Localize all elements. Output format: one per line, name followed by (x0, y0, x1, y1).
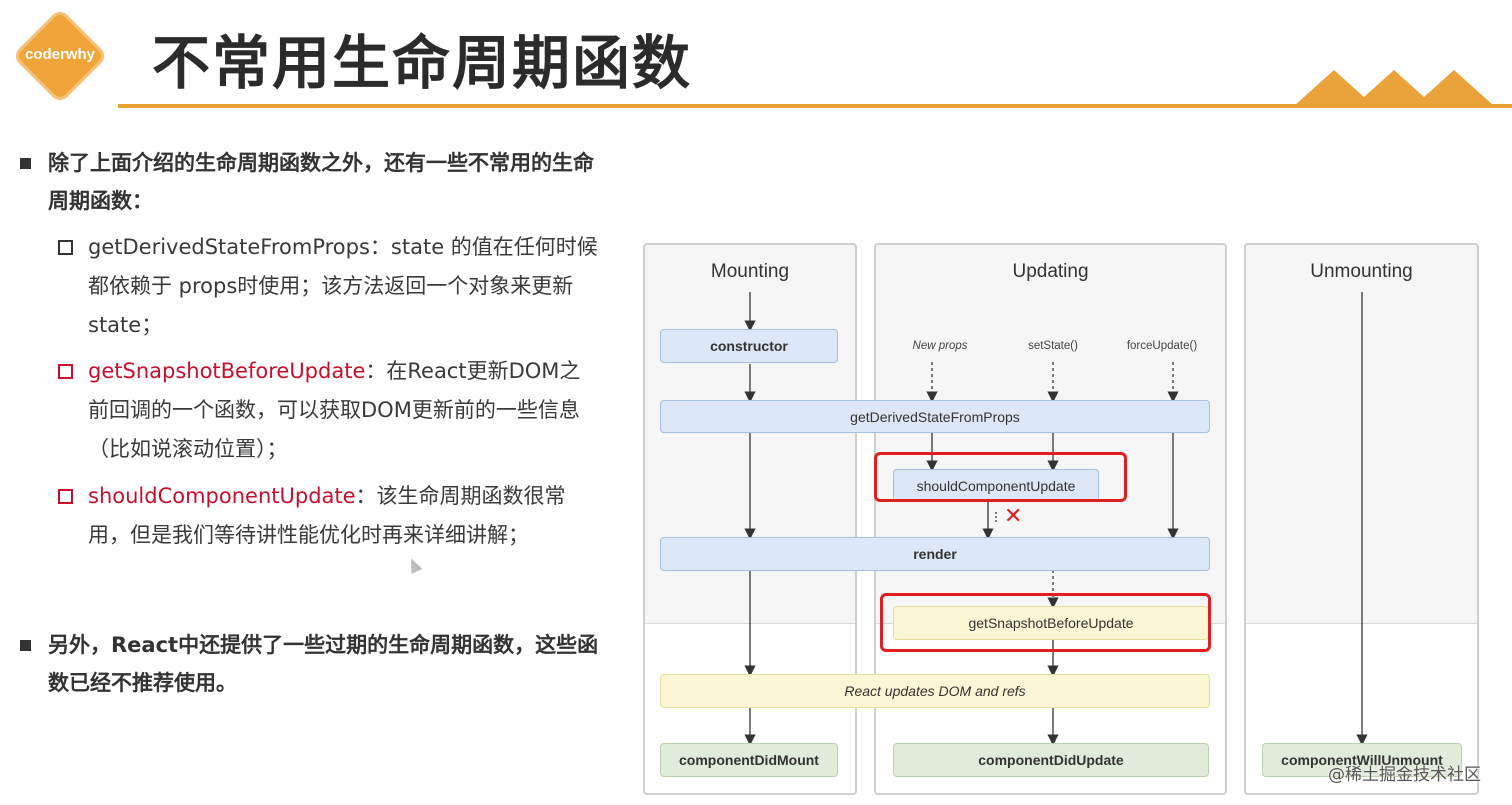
item-desc: ：在React更新DOM之前回调的一个函数，可以获取DOM更新前的一些信息（比如… (88, 359, 581, 461)
logo: coderwhy (11, 7, 109, 105)
node-should-component-update: shouldComponentUpdate (893, 469, 1099, 502)
bullet-intro-text: 除了上面介绍的生命周期函数之外，还有一些不常用的生命周期函数： (48, 151, 594, 213)
highlight-gsbu-box (880, 593, 1211, 652)
node-react-updates-dom: React updates DOM and refs (660, 674, 1210, 708)
bullet-square-icon (20, 158, 31, 169)
bullet-deprecated-text: 另外，React中还提供了一些过期的生命周期函数，这些函数已经不推荐使用。 (48, 633, 599, 695)
bullet-intro: 除了上面介绍的生命周期函数之外，还有一些不常用的生命周期函数： (20, 144, 605, 220)
trigger-new-props: New props (912, 340, 968, 352)
phase-label-updating: Updating (1012, 261, 1089, 282)
node-get-derived-state-from-props: getDerivedStateFromProps (660, 400, 1210, 433)
page-title: 不常用生命周期函数 (152, 29, 693, 97)
highlight-scu-box (874, 452, 1127, 502)
hollow-square-red-icon (58, 489, 73, 504)
node-render: render (660, 537, 1210, 571)
list-item-gsbu: getSnapshotBeforeUpdate：在React更新DOM之前回调的… (58, 352, 598, 469)
hollow-square-icon (58, 240, 73, 255)
bullet-square-icon (20, 640, 31, 651)
phase-label-mounting: Mounting (710, 261, 790, 282)
trigger-setstate: setState() (1028, 340, 1078, 352)
cross-mark-icon: ✕ (1004, 504, 1023, 529)
item-name: getSnapshotBeforeUpdate (88, 359, 366, 383)
mountains-decoration (1294, 70, 1494, 106)
list-item-gdsfp: getDerivedStateFromProps：state 的值在任何时候都依… (58, 228, 598, 345)
item-name: getDerivedStateFromProps (88, 235, 370, 259)
item-desc: ：state 的值在任何时候都依赖于 props时使用；该方法返回一个对象来更新… (88, 235, 598, 337)
bullet-deprecated: 另外，React中还提供了一些过期的生命周期函数，这些函数已经不推荐使用。 (20, 626, 605, 702)
hollow-square-red-icon (58, 364, 73, 379)
trigger-forceupdate: forceUpdate() (1126, 340, 1198, 352)
list-item-scu: shouldComponentUpdate：该生命周期函数很常用，但是我们等待讲… (58, 477, 598, 555)
node-component-did-update: componentDidUpdate (893, 743, 1209, 777)
node-get-snapshot-before-update: getSnapshotBeforeUpdate (893, 606, 1209, 640)
logo-text: coderwhy (24, 46, 96, 63)
node-component-did-mount: componentDidMount (660, 743, 838, 777)
item-name: shouldComponentUpdate (88, 484, 356, 508)
watermark: @稀土掘金技术社区 (1328, 765, 1481, 785)
item-desc: ：该生命周期函数很常用，但是我们等待讲性能优化时再来详细讲解； (88, 484, 566, 547)
phase-label-unmounting: Unmounting (1310, 261, 1413, 282)
node-constructor: constructor (660, 329, 838, 363)
header-divider (118, 104, 1512, 108)
node-component-will-unmount: componentWillUnmount (1262, 743, 1462, 777)
